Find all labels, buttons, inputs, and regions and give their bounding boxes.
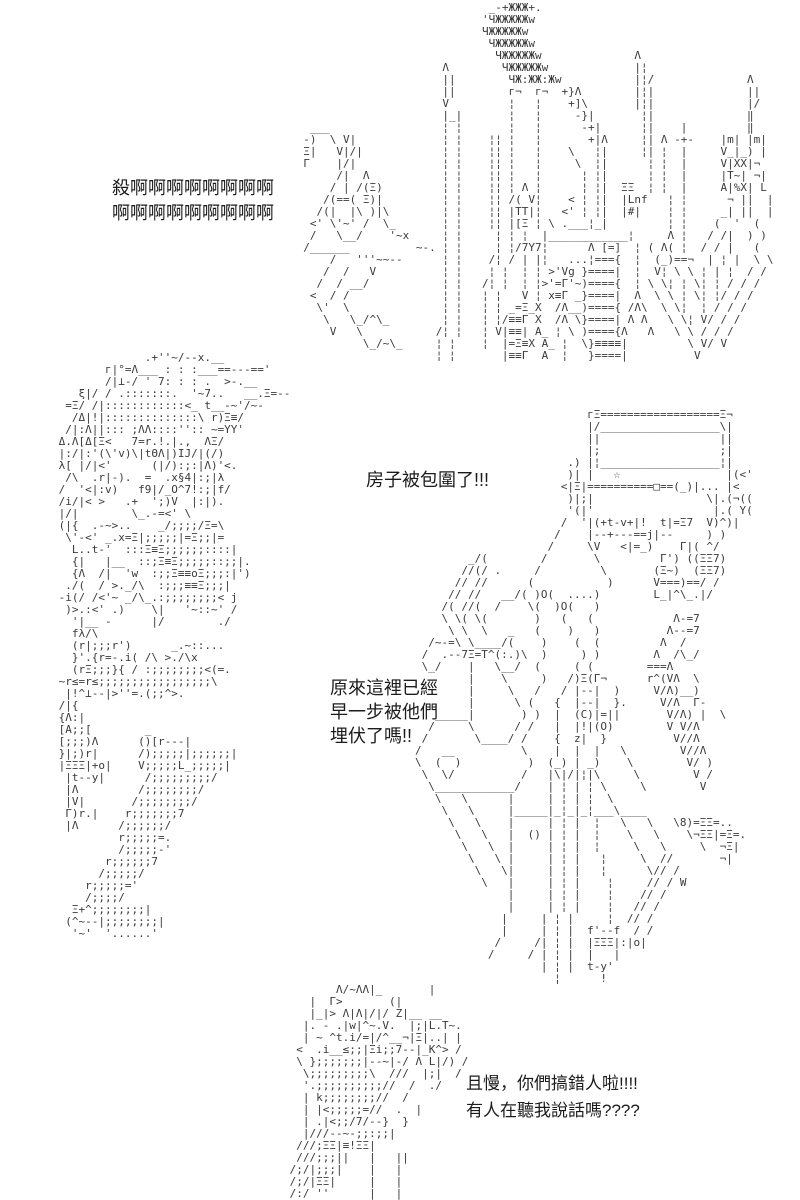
castle-ascii-art: _-+ЖЖЖ+. 'ЧЖЖЖЖЖw ЧЖЖЖЖЖw ЧЖЖЖЖЖw ЧЖЖЖЖЖ… [303,1,774,362]
small-figure-ascii-art: Λ/~ΛΛ|_ | | Γ> (| |_|> Λ|Λ|/|/ Z|__ __ |… [289,983,469,1200]
ambush-line-3: 埋伏了嗎!! [330,726,413,746]
wait-text: 且慢，你們搞錯人啦!!!! 有人在聽我說話嗎???? [466,1070,640,1124]
scream-line-1: 殺啊啊啊啊啊啊啊啊 [112,178,274,198]
warrior-ascii-art: .+''~/--x.__ г|°=Λ___ : : :___==---==' /… [58,351,291,940]
scream-text: 殺啊啊啊啊啊啊啊啊 啊啊啊啊啊啊啊啊啊 [112,176,274,226]
surrounded-line: 房子被包圍了!!! [366,470,490,490]
ambush-line-1: 原來這裡已經 [330,678,438,698]
wait-line-1: 且慢，你們搞錯人啦!!!! [466,1074,638,1093]
mecha-ascii-art: гΞ==================Ξ¬ |/_______________… [415,408,753,985]
ambush-line-2: 早一步被他們 [330,702,438,722]
wait-line-2: 有人在聽我說話嗎???? [466,1101,640,1120]
scream-line-2: 啊啊啊啊啊啊啊啊啊 [112,203,274,223]
surrounded-text: 房子被包圍了!!! [366,468,489,492]
ambush-text: 原來這裡已經 早一步被他們 埋伏了嗎!! [330,676,438,748]
